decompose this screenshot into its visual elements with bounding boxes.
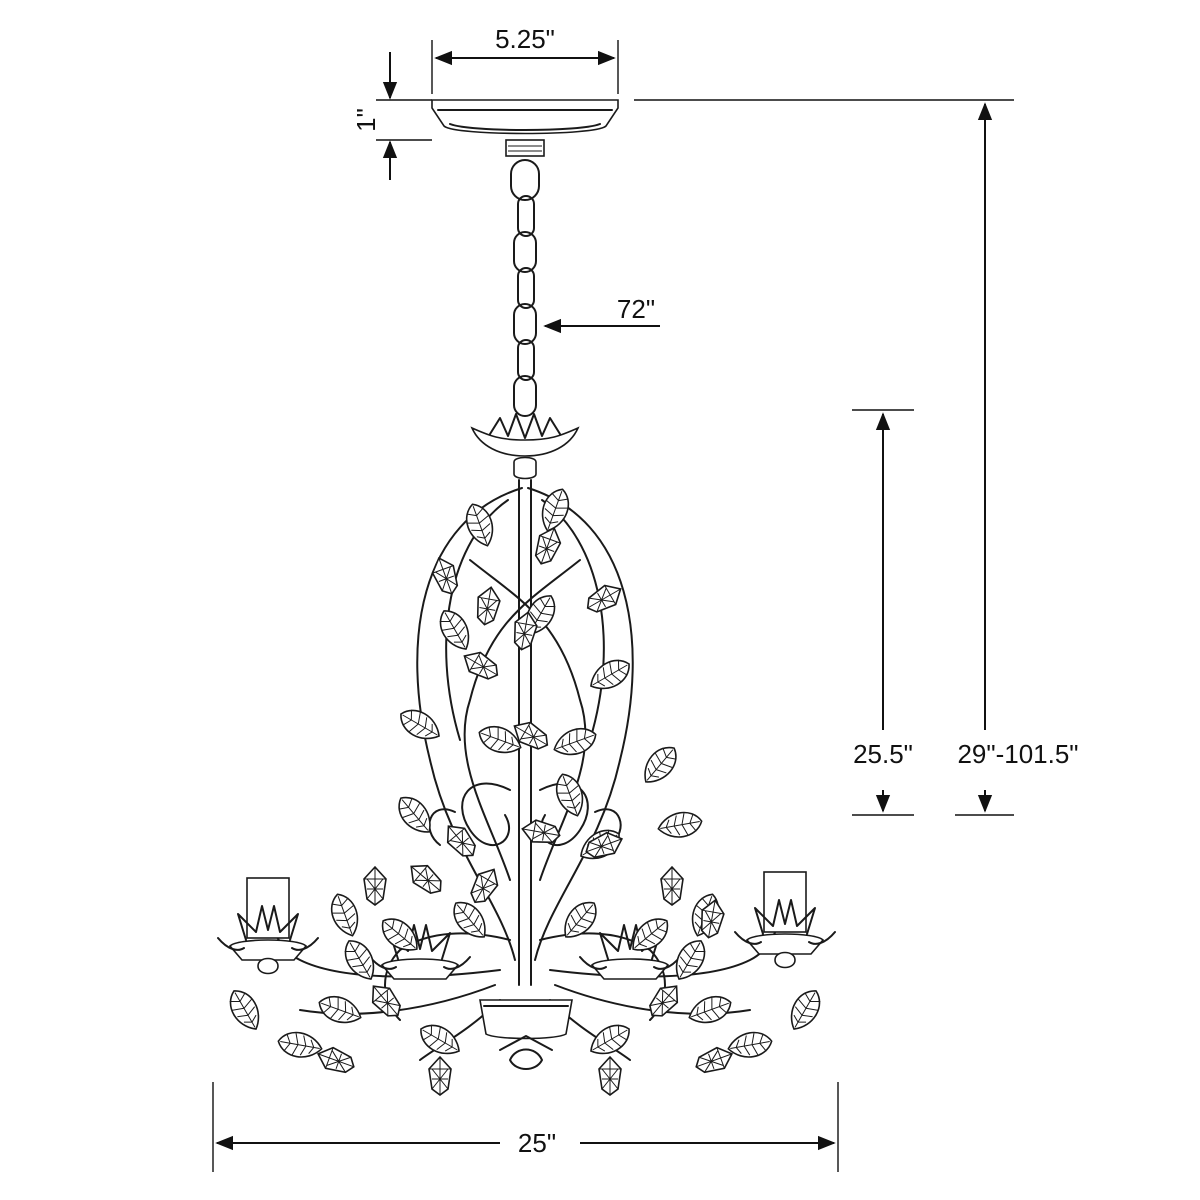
body-height-label: 25.5" — [853, 739, 913, 769]
overall-height-label: 29"-101.5" — [957, 739, 1078, 769]
width-label: 25" — [518, 1128, 556, 1158]
body-height-dimension: 25.5" — [852, 409, 914, 816]
canopy-height-label: 1" — [351, 108, 381, 132]
overall-height-dimension: 29"-101.5" — [634, 99, 1079, 816]
candle-right — [734, 871, 836, 969]
width-dimension: 25" — [212, 1082, 839, 1172]
leaves — [222, 484, 828, 1063]
crown-cup — [470, 413, 580, 480]
chain-length-dimension: 72" — [543, 294, 660, 334]
chandelier-illustration — [217, 99, 836, 1096]
chain-length-label: 72" — [617, 294, 655, 324]
canopy-height-dimension: 1" — [351, 52, 432, 180]
candle-left — [217, 877, 319, 975]
chain — [510, 159, 540, 417]
central-bobeche — [479, 999, 573, 1070]
canopy — [431, 99, 619, 157]
canopy-width-label: 5.25" — [495, 24, 555, 54]
canopy-width-dimension: 5.25" — [431, 24, 619, 94]
